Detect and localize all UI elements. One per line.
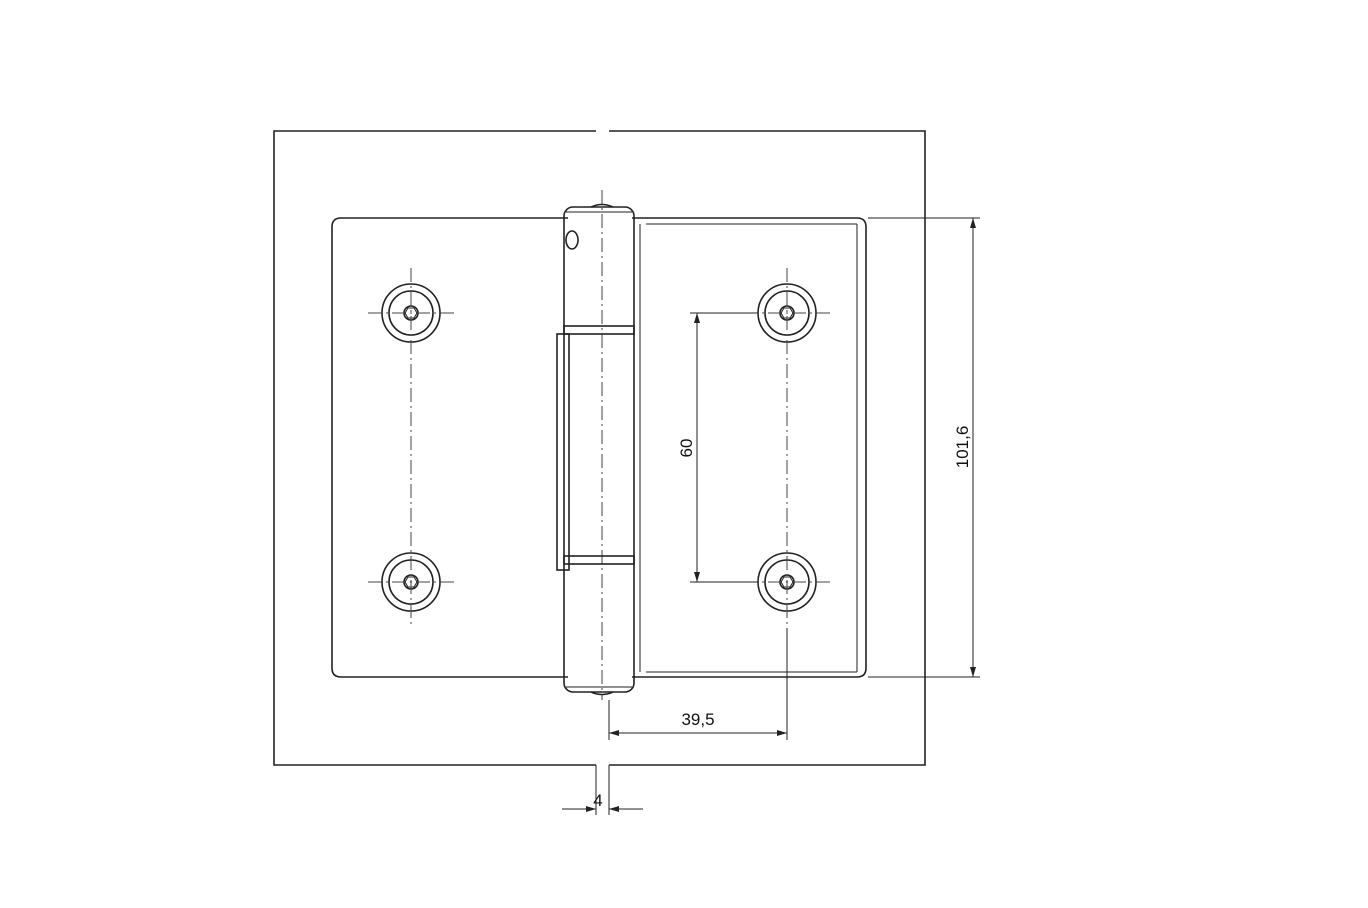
dimension-height: 101,6 <box>868 217 980 678</box>
dimension-label-60: 60 <box>677 439 696 458</box>
left-glass-panel <box>273 130 596 766</box>
right-glass-panel <box>609 130 926 766</box>
dimension-label-4: 4 <box>593 791 602 810</box>
dimension-offset: 39,5 <box>608 628 788 740</box>
right-hinge-leaf <box>632 217 867 678</box>
dimension-hole-spacing: 60 <box>677 312 758 583</box>
screw-center-lines <box>368 268 830 628</box>
dimension-gap: 4 <box>562 765 643 815</box>
hinge-barrel <box>556 203 635 696</box>
left-hinge-leaf <box>331 217 568 678</box>
dimension-label-101-6: 101,6 <box>953 426 972 469</box>
dimension-label-39-5: 39,5 <box>681 710 714 729</box>
